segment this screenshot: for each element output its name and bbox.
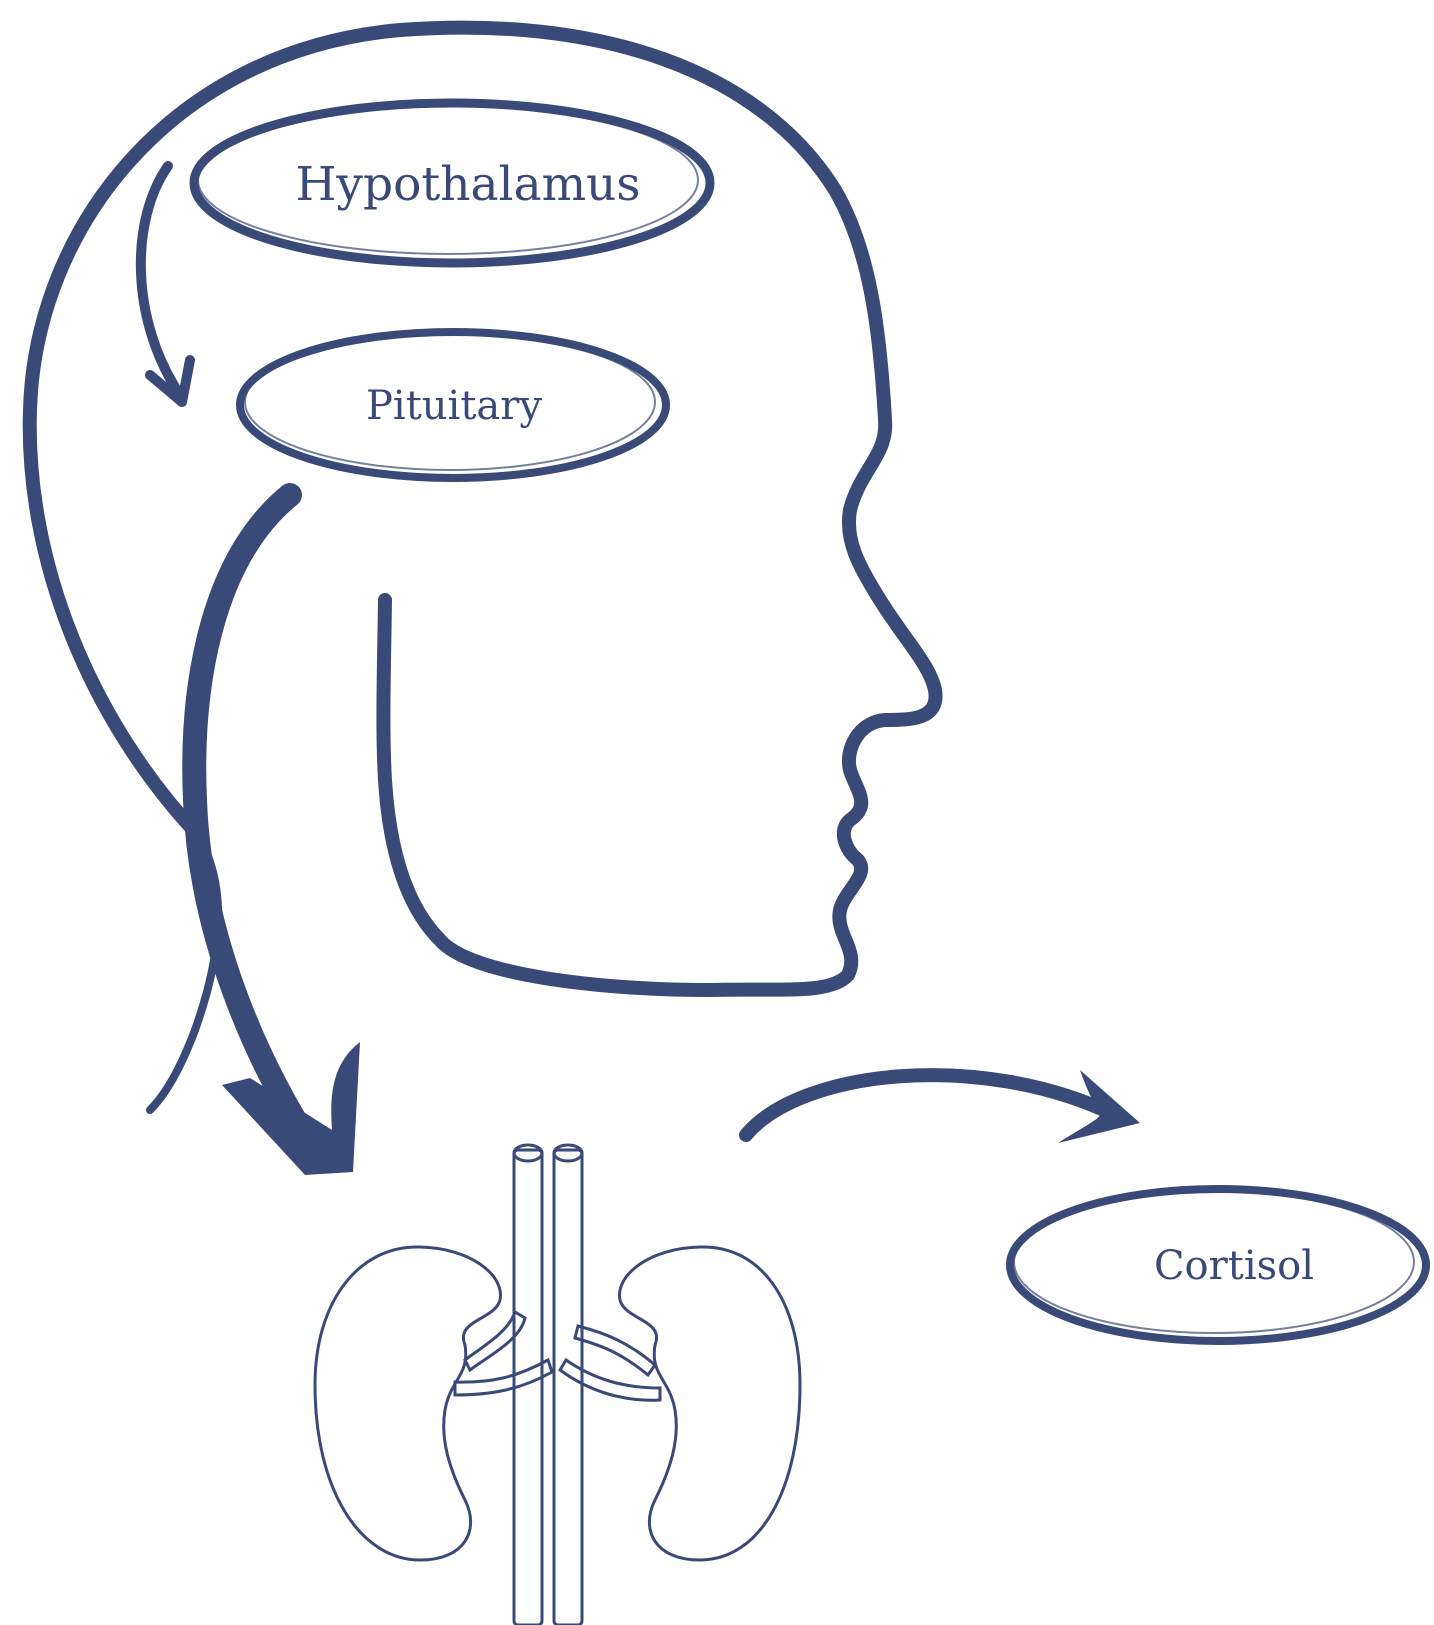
left-kidney-icon (315, 1247, 500, 1560)
renal-vessel-upper-right-icon (575, 1326, 655, 1375)
arrowhead-cortisol-icon (1058, 1070, 1140, 1143)
arrow-hypothalamus-to-pituitary-icon (141, 166, 180, 395)
renal-vessel-right-icon (560, 1360, 660, 1400)
cortisol-label: Cortisol (1136, 1246, 1332, 1286)
vessel-left-top-icon (514, 1145, 542, 1161)
hypothalamus-label: Hypothalamus (272, 161, 664, 208)
vessel-right-top-icon (554, 1145, 582, 1161)
arrow-adrenal-to-cortisol-icon (746, 1075, 1115, 1135)
renal-vessel-upper-left-icon (465, 1312, 525, 1370)
right-kidney-icon (620, 1247, 800, 1560)
arrow-pituitary-to-adrenal-icon (194, 495, 320, 1160)
kidneys-adrenal-icon (315, 1145, 800, 1625)
vessel-right-icon (554, 1150, 582, 1625)
pituitary-label: Pituitary (330, 386, 578, 426)
arrowhead-large-icon (222, 1042, 360, 1175)
renal-vessel-left-icon (455, 1360, 552, 1395)
